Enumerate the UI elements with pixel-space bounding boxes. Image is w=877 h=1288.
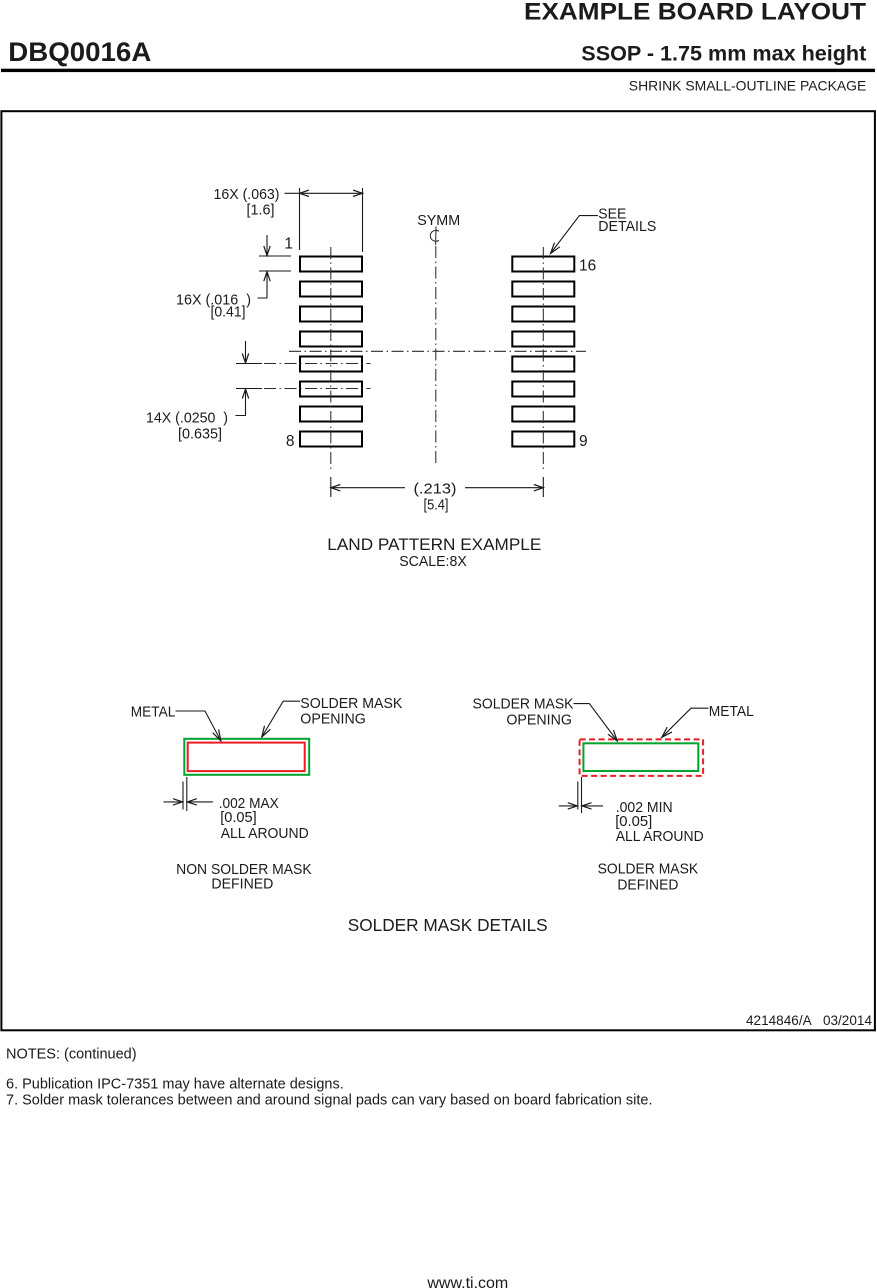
svg-text:6. Publication IPC-7351 may ha: 6. Publication IPC-7351 may have alterna… <box>6 1077 344 1093</box>
svg-text:8: 8 <box>286 433 295 450</box>
svg-text:7. Solder mask tolerances betw: 7. Solder mask tolerances between and ar… <box>6 1093 653 1109</box>
svg-text:(.213): (.213) <box>414 481 457 498</box>
svg-text:[5.4]: [5.4] <box>424 497 449 514</box>
svg-text:.002 MAX: .002 MAX <box>219 795 279 812</box>
svg-text:.002 MIN: .002 MIN <box>616 799 673 816</box>
svg-text:OPENING: OPENING <box>506 711 572 728</box>
svg-text:SOLDER MASK: SOLDER MASK <box>300 695 402 712</box>
svg-text:EXAMPLE BOARD LAYOUT: EXAMPLE BOARD LAYOUT <box>524 0 866 25</box>
svg-text:SHRINK SMALL-OUTLINE PACKAGE: SHRINK SMALL-OUTLINE PACKAGE <box>629 77 867 93</box>
svg-text:DEFINED: DEFINED <box>211 876 273 893</box>
svg-text:OPENING: OPENING <box>300 711 366 728</box>
svg-text:NON SOLDER MASK: NON SOLDER MASK <box>176 861 312 878</box>
svg-text:16X (.016 ): 16X (.016 ) <box>176 292 251 309</box>
svg-text:LAND PATTERN EXAMPLE: LAND PATTERN EXAMPLE <box>327 535 541 554</box>
svg-text:NOTES: (continued): NOTES: (continued) <box>6 1047 137 1063</box>
svg-text:16: 16 <box>579 258 596 275</box>
svg-text:[0.41]: [0.41] <box>211 304 246 321</box>
svg-text:ALL AROUND: ALL AROUND <box>221 825 309 842</box>
svg-text:SYMM: SYMM <box>417 212 460 229</box>
svg-text:4214846/A 03/2014: 4214846/A 03/2014 <box>746 1013 872 1028</box>
svg-text:SOLDER MASK: SOLDER MASK <box>598 860 699 877</box>
svg-text:DBQ0016A: DBQ0016A <box>8 37 151 67</box>
svg-text:[1.6]: [1.6] <box>247 202 275 219</box>
svg-text:DEFINED: DEFINED <box>617 876 678 893</box>
svg-text:METAL: METAL <box>709 703 754 720</box>
svg-text:[0.05]: [0.05] <box>220 809 257 826</box>
svg-text:SSOP - 1.75 mm max height: SSOP - 1.75 mm max height <box>581 41 866 66</box>
svg-text:SEE: SEE <box>598 206 626 223</box>
svg-text:SOLDER MASK: SOLDER MASK <box>473 695 574 712</box>
svg-text:DETAILS: DETAILS <box>598 218 656 235</box>
svg-text:ALL AROUND: ALL AROUND <box>616 828 704 845</box>
svg-text:16X (.063): 16X (.063) <box>214 186 280 203</box>
svg-text:SOLDER MASK DETAILS: SOLDER MASK DETAILS <box>348 915 548 935</box>
svg-text:[0.05]: [0.05] <box>615 813 652 830</box>
svg-text:9: 9 <box>579 433 588 450</box>
svg-text:1: 1 <box>284 236 293 253</box>
svg-text:14X (.0250 ): 14X (.0250 ) <box>146 410 228 427</box>
svg-text:METAL: METAL <box>131 704 176 721</box>
svg-text:www.ti.com: www.ti.com <box>426 1275 508 1288</box>
svg-text:SCALE:8X: SCALE:8X <box>399 554 467 570</box>
svg-text:[0.635]: [0.635] <box>178 426 222 443</box>
